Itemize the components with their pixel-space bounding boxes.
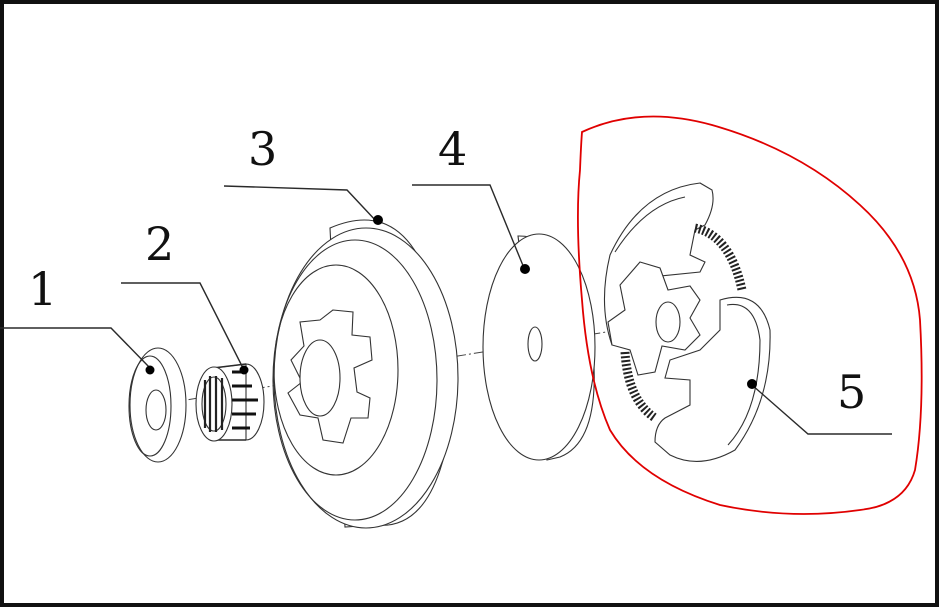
- callout-2: 2: [145, 217, 174, 271]
- part-1-washer: [128, 347, 187, 463]
- highlight-circle: [577, 115, 923, 515]
- part-4-cover-plate: [482, 233, 596, 461]
- part-5-clutch-assembly: [577, 115, 923, 515]
- part-3-clutch-drum-sprocket: [272, 219, 459, 529]
- callout-5: 5: [837, 365, 866, 419]
- callout-3: 3: [248, 122, 277, 176]
- callout-1: 1: [28, 262, 57, 316]
- leader-lines: [0, 184, 892, 435]
- part-2-needle-bearing: [195, 363, 265, 442]
- callout-labels: 1 2 3 4 5: [28, 122, 866, 419]
- callout-4: 4: [438, 122, 467, 176]
